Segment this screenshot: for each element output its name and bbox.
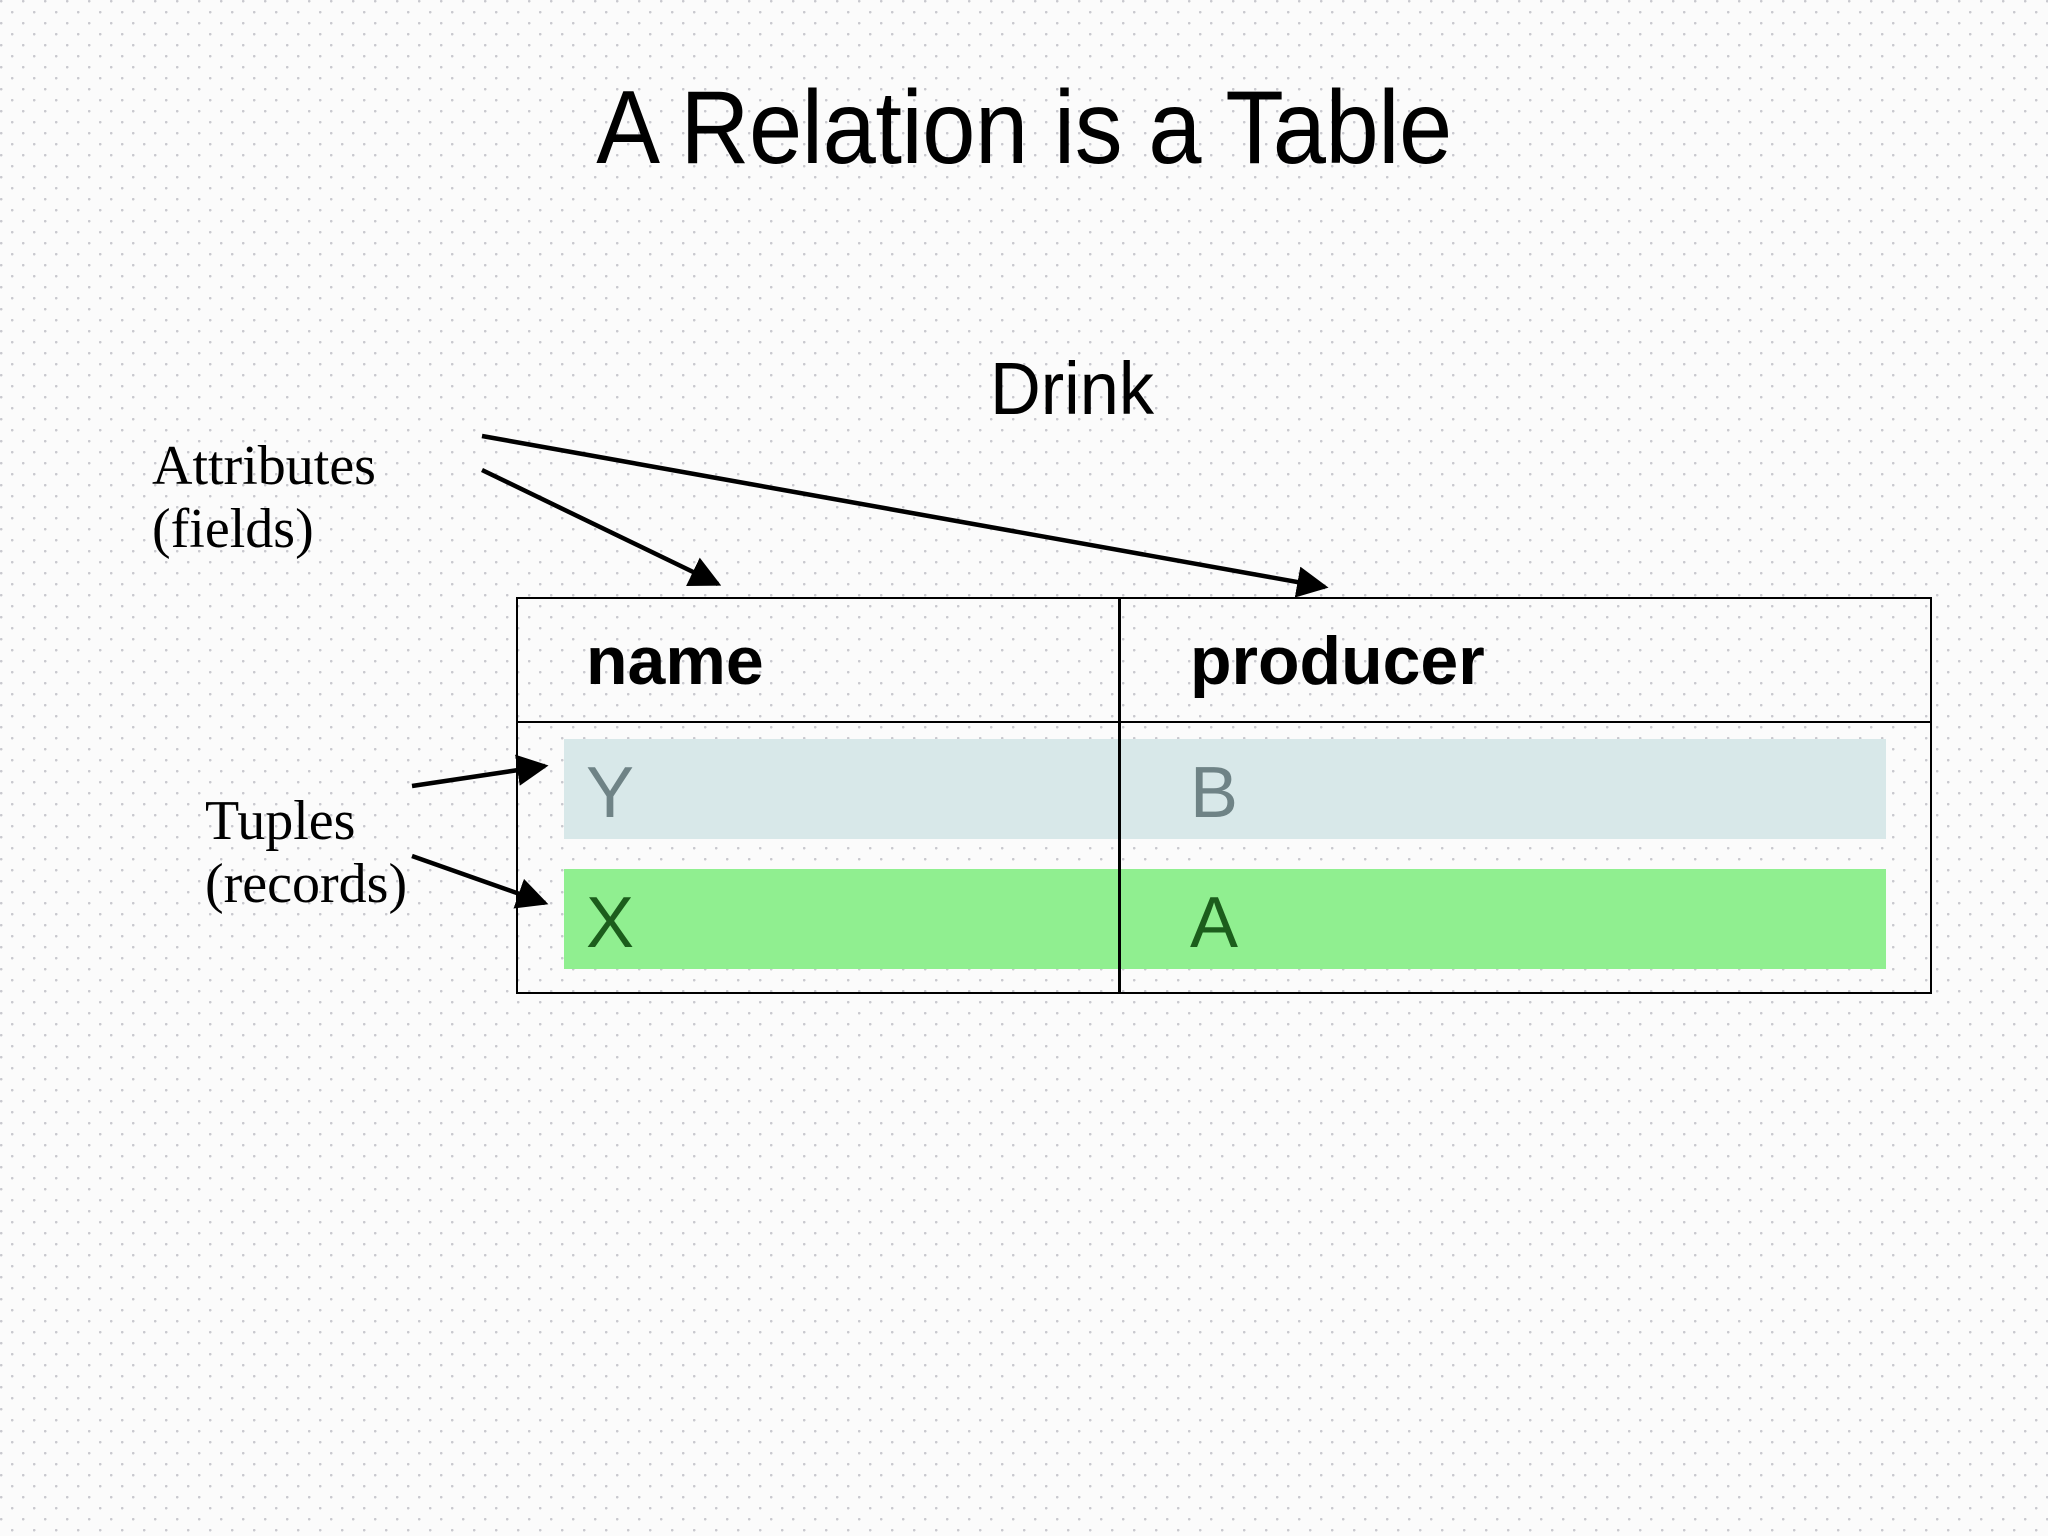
relation-table: name producer Y B X A <box>516 597 1932 994</box>
table-cell-producer-0: B <box>1190 753 1239 833</box>
table-body: Y B X A <box>518 723 1930 993</box>
annotation-attributes-line1: Attributes <box>152 435 376 497</box>
table-cell-name-1: X <box>586 883 635 963</box>
table-row-highlight-0 <box>564 739 1886 839</box>
annotation-tuples-line2: (records) <box>205 853 408 916</box>
page-title: A Relation is a Table <box>596 70 1452 186</box>
table-row-highlight-1 <box>564 869 1886 969</box>
annotation-attributes-line2: (fields) <box>152 498 314 561</box>
table-cell-name-0: Y <box>586 753 635 833</box>
relation-name-label: Drink <box>990 347 1155 430</box>
column-header-name: name <box>586 623 764 699</box>
annotation-tuples-line1: Tuples <box>205 790 356 852</box>
table-header-row: name producer <box>518 599 1930 723</box>
annotation-tuples: Tuples (records) <box>205 790 407 917</box>
table-column-divider <box>1118 599 1121 992</box>
table-cell-producer-1: A <box>1190 883 1239 963</box>
column-header-producer: producer <box>1190 623 1485 699</box>
annotation-attributes: Attributes (fields) <box>152 435 376 562</box>
